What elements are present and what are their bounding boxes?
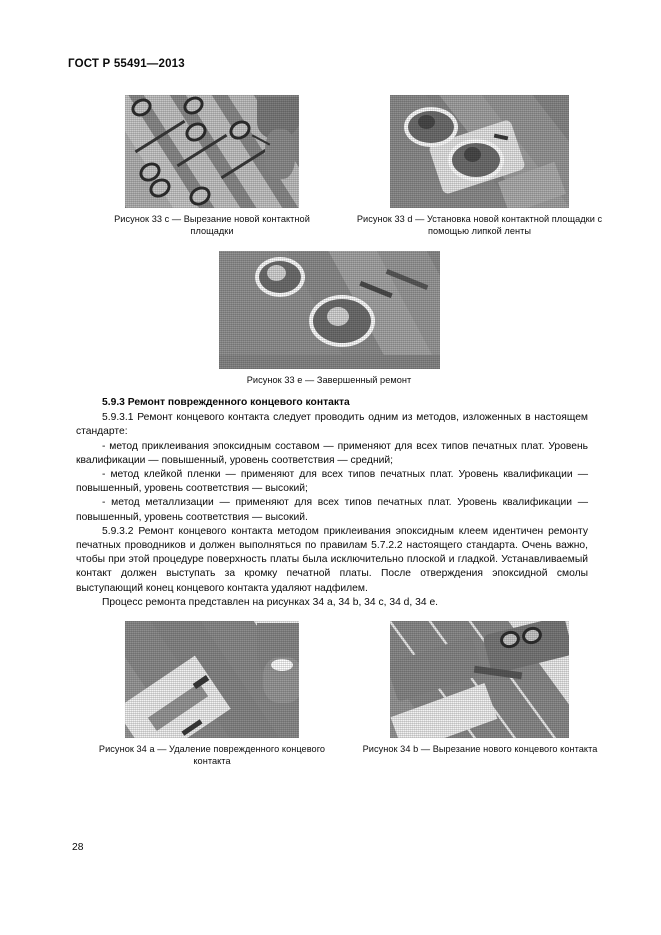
paragraph-5-9-3-2: 5.9.3.2 Ремонт концевого контакта методо… (76, 525, 588, 594)
figure-34a: Рисунок 34 a — Удаление поврежденного ко… (99, 621, 325, 767)
figure-34a-caption: Рисунок 34 a — Удаление поврежденного ко… (98, 744, 326, 766)
figure-33c: Рисунок 33 c — Вырезание новой контактно… (114, 95, 310, 237)
section-5-9-3: 5.9.3 Ремонт поврежденного концевого кон… (76, 396, 588, 610)
figure-33e-caption: Рисунок 33 e — Завершенный ремонт (246, 375, 412, 385)
figure-33d-image (390, 95, 569, 208)
figure-33c-caption: Рисунок 33 c — Вырезание новой контактно… (114, 214, 310, 236)
standard-header: ГОСТ Р 55491—2013 (68, 58, 185, 70)
figure-34b-image (390, 621, 569, 738)
page-number: 28 (72, 842, 84, 853)
paragraph-process-figures: Процесс ремонта представлен на рисунках … (102, 596, 439, 608)
figure-33d: Рисунок 33 d — Установка новой контактно… (357, 95, 602, 237)
paragraph-method-plating: - метод металлизации — применяют для все… (76, 497, 588, 523)
figure-33e-image (219, 251, 440, 369)
paragraph-method-epoxy: - метод приклеивания эпоксидным составом… (76, 440, 588, 466)
paragraph-5-9-3-1: 5.9.3.1 Ремонт концевого контакта следуе… (76, 412, 588, 438)
figure-33c-image (125, 95, 299, 208)
figure-34b-caption: Рисунок 34 b — Вырезание нового концевог… (362, 744, 598, 754)
figure-34b: Рисунок 34 b — Вырезание нового концевог… (363, 621, 597, 756)
paragraph-method-film: - метод клейкой пленки — применяют для в… (76, 469, 588, 495)
figure-33d-caption: Рисунок 33 d — Установка новой контактно… (356, 214, 603, 236)
figure-33e: Рисунок 33 e — Завершенный ремонт (219, 251, 440, 387)
figure-34a-image (125, 621, 299, 738)
section-heading: 5.9.3 Ремонт поврежденного концевого кон… (102, 397, 350, 408)
